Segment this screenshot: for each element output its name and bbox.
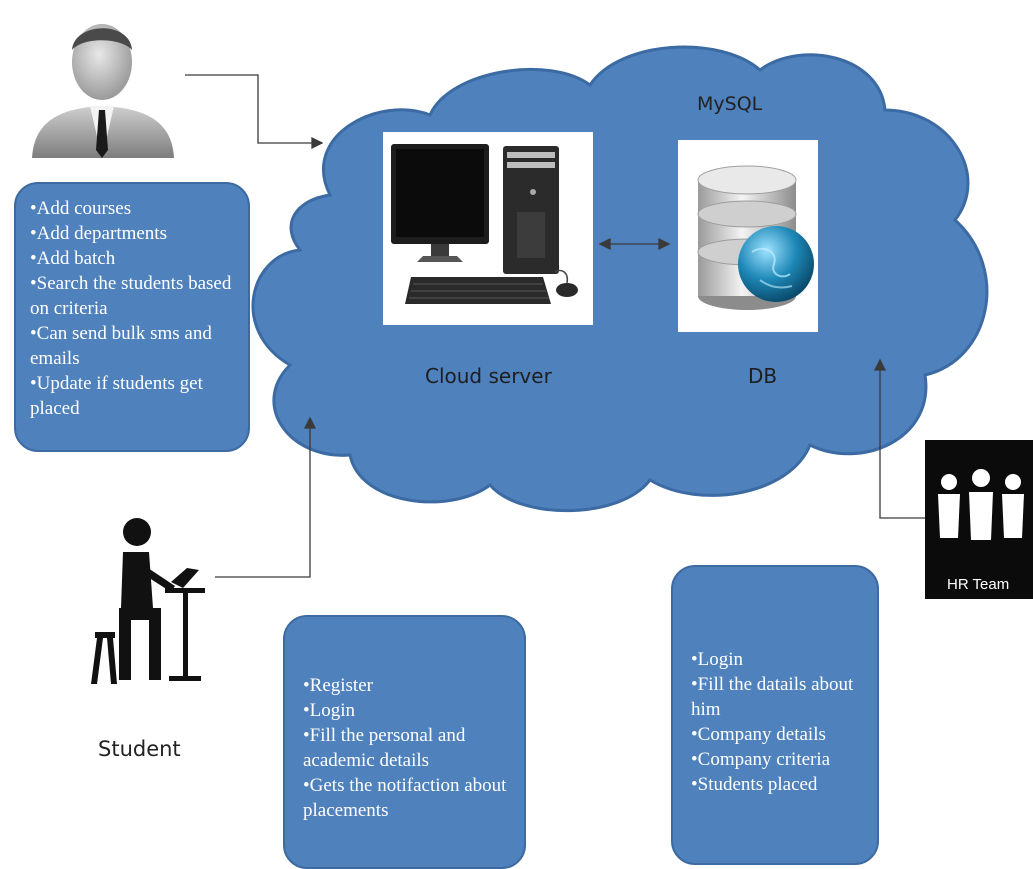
list-item: Update if students get placed — [30, 371, 238, 421]
hr-arrowhead — [873, 358, 887, 371]
student-features-box: Register Login Fill the personal and aca… — [283, 615, 526, 869]
student-figure — [87, 512, 215, 692]
hr-team-tile: HR Team — [925, 440, 1033, 599]
server-db-arrowhead-right — [658, 237, 671, 251]
hr-connector — [879, 365, 925, 519]
student-arrowhead — [303, 416, 317, 429]
admin-arrowhead — [311, 136, 324, 150]
list-item: Search the students based on criteria — [30, 271, 238, 321]
list-item: Add departments — [30, 221, 238, 246]
list-item: Gets the notifaction about placements — [303, 773, 514, 823]
list-item: Add batch — [30, 246, 238, 271]
cloud-server-picture — [383, 132, 593, 325]
server-db-arrowhead-left — [598, 237, 611, 251]
list-item: Register — [303, 673, 514, 698]
student-label: Student — [98, 737, 181, 761]
businessman-avatar-icon — [32, 24, 174, 158]
list-item: Students placed — [691, 772, 867, 797]
connectors — [185, 74, 925, 578]
admin-features-list: Add courses Add departments Add batch Se… — [30, 196, 238, 421]
hr-team-label: HR Team — [947, 576, 1010, 593]
list-item: Login — [691, 647, 867, 672]
list-item: Company details — [691, 722, 867, 747]
hr-features-list: Login Fill the datails about him Company… — [691, 647, 867, 797]
db-caption: DB — [748, 364, 778, 388]
admin-connector — [185, 74, 322, 144]
list-item: Fill the datails about him — [691, 672, 867, 722]
list-item: Company criteria — [691, 747, 867, 772]
student-connector — [214, 424, 311, 578]
list-item: Add courses — [30, 196, 238, 221]
database-picture — [678, 140, 818, 332]
student-features-list: Register Login Fill the personal and aca… — [303, 673, 514, 823]
desktop-computer-icon — [391, 144, 578, 304]
list-item: Fill the personal and academic details — [303, 723, 514, 773]
student-at-laptop-icon — [91, 518, 205, 684]
admin-features-box: Add courses Add departments Add batch Se… — [14, 182, 250, 452]
hr-features-box: Login Fill the datails about him Company… — [671, 565, 879, 865]
team-people-icon — [938, 469, 1024, 540]
cloud-server-caption: Cloud server — [425, 364, 552, 388]
cloud-shape — [251, 45, 989, 513]
admin-avatar — [22, 10, 184, 158]
list-item: Login — [303, 698, 514, 723]
database-globe-icon — [697, 165, 814, 310]
list-item: Can send bulk sms and emails — [30, 321, 238, 371]
mysql-label: MySQL — [697, 93, 763, 115]
